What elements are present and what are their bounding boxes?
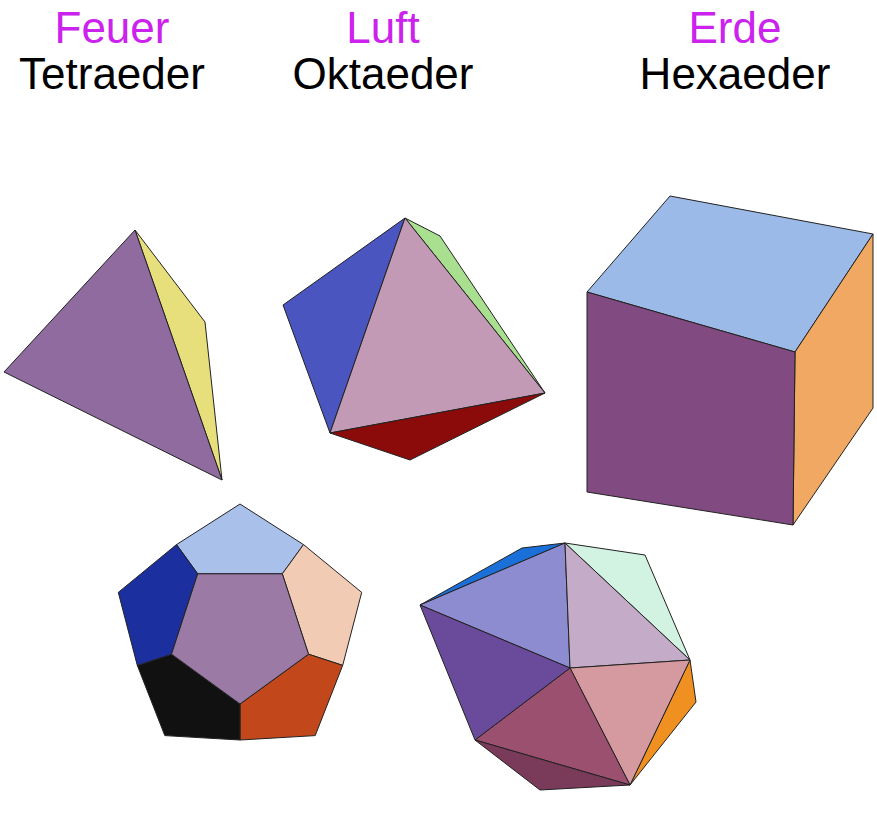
icosahedron-face: [475, 740, 630, 790]
element-name: Luft: [346, 4, 419, 52]
octahedron: [283, 218, 545, 460]
element-name: Erde: [689, 4, 782, 52]
tetrahedron: [4, 230, 222, 480]
dodecahedron-face: [177, 504, 304, 574]
solid-name: Tetraeder: [19, 50, 205, 98]
cube-face: [793, 234, 873, 525]
cube: [587, 196, 873, 525]
tetrahedron-face: [4, 230, 222, 480]
solid-name: Hexaeder: [640, 50, 831, 98]
icosahedron-face: [565, 543, 690, 668]
element-name: Feuer: [55, 4, 170, 52]
icosahedron-face: [420, 605, 570, 740]
icosahedron: [420, 543, 696, 790]
dodecahedron-face: [172, 574, 309, 704]
solid-name: Oktaeder: [293, 50, 474, 98]
dodecahedron: [118, 504, 361, 740]
octahedron-face: [330, 393, 545, 460]
cube-face: [587, 292, 795, 525]
